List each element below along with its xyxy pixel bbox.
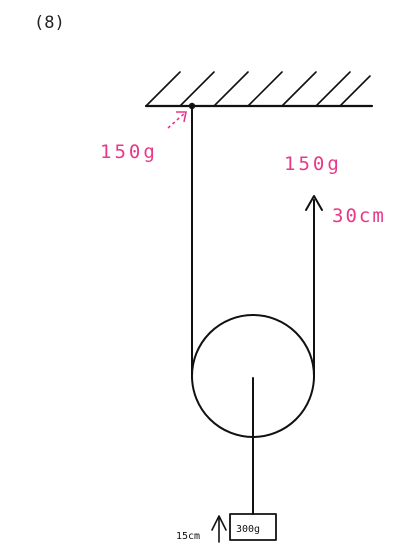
arrow-up-icon bbox=[305, 195, 323, 211]
weight-arrow-up-icon bbox=[211, 515, 227, 543]
ceiling-hatching bbox=[145, 71, 371, 107]
problem-number: (8) bbox=[34, 13, 65, 33]
ceiling-force-label: 150g bbox=[100, 141, 158, 163]
weight-distance-label: 15cm bbox=[176, 531, 200, 542]
free-end-distance-label: 30cm bbox=[332, 205, 386, 227]
weight-block bbox=[229, 513, 277, 541]
ceiling-force-arrow-icon bbox=[167, 111, 187, 129]
weight-mass-label: 300g bbox=[236, 524, 260, 535]
free-end-force-label: 150g bbox=[284, 153, 342, 175]
